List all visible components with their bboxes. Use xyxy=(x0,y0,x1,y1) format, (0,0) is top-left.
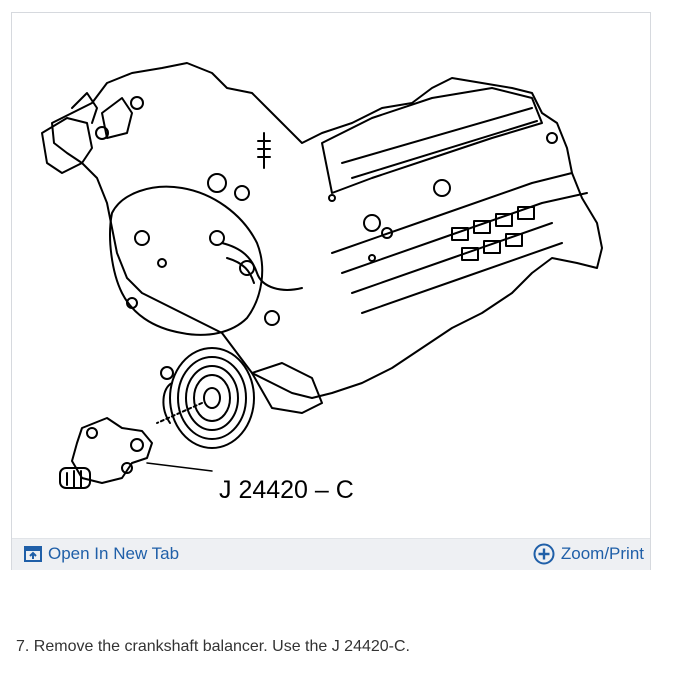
zoom-print-label: Zoom/Print xyxy=(560,544,644,563)
open-new-tab-icon xyxy=(24,546,42,562)
zoom-print-link[interactable]: Zoom/Print xyxy=(533,543,644,565)
tool-callout-label: J 24420 – C xyxy=(219,476,354,504)
figure-toolbar: Open In New Tab Zoom/Print xyxy=(12,538,650,570)
open-in-new-tab-link[interactable]: Open In New Tab xyxy=(24,544,179,564)
engine-line-drawing: J 24420 – C xyxy=(41,62,603,504)
zoom-plus-icon xyxy=(533,543,555,565)
figure-card: J 24420 – C Open In New Tab Zoom/Print xyxy=(11,12,651,570)
open-in-new-tab-label: Open In New Tab xyxy=(48,544,180,563)
engine-illustration: J 24420 – C xyxy=(12,13,650,535)
step-instruction: 7. Remove the crankshaft balancer. Use t… xyxy=(16,638,410,655)
